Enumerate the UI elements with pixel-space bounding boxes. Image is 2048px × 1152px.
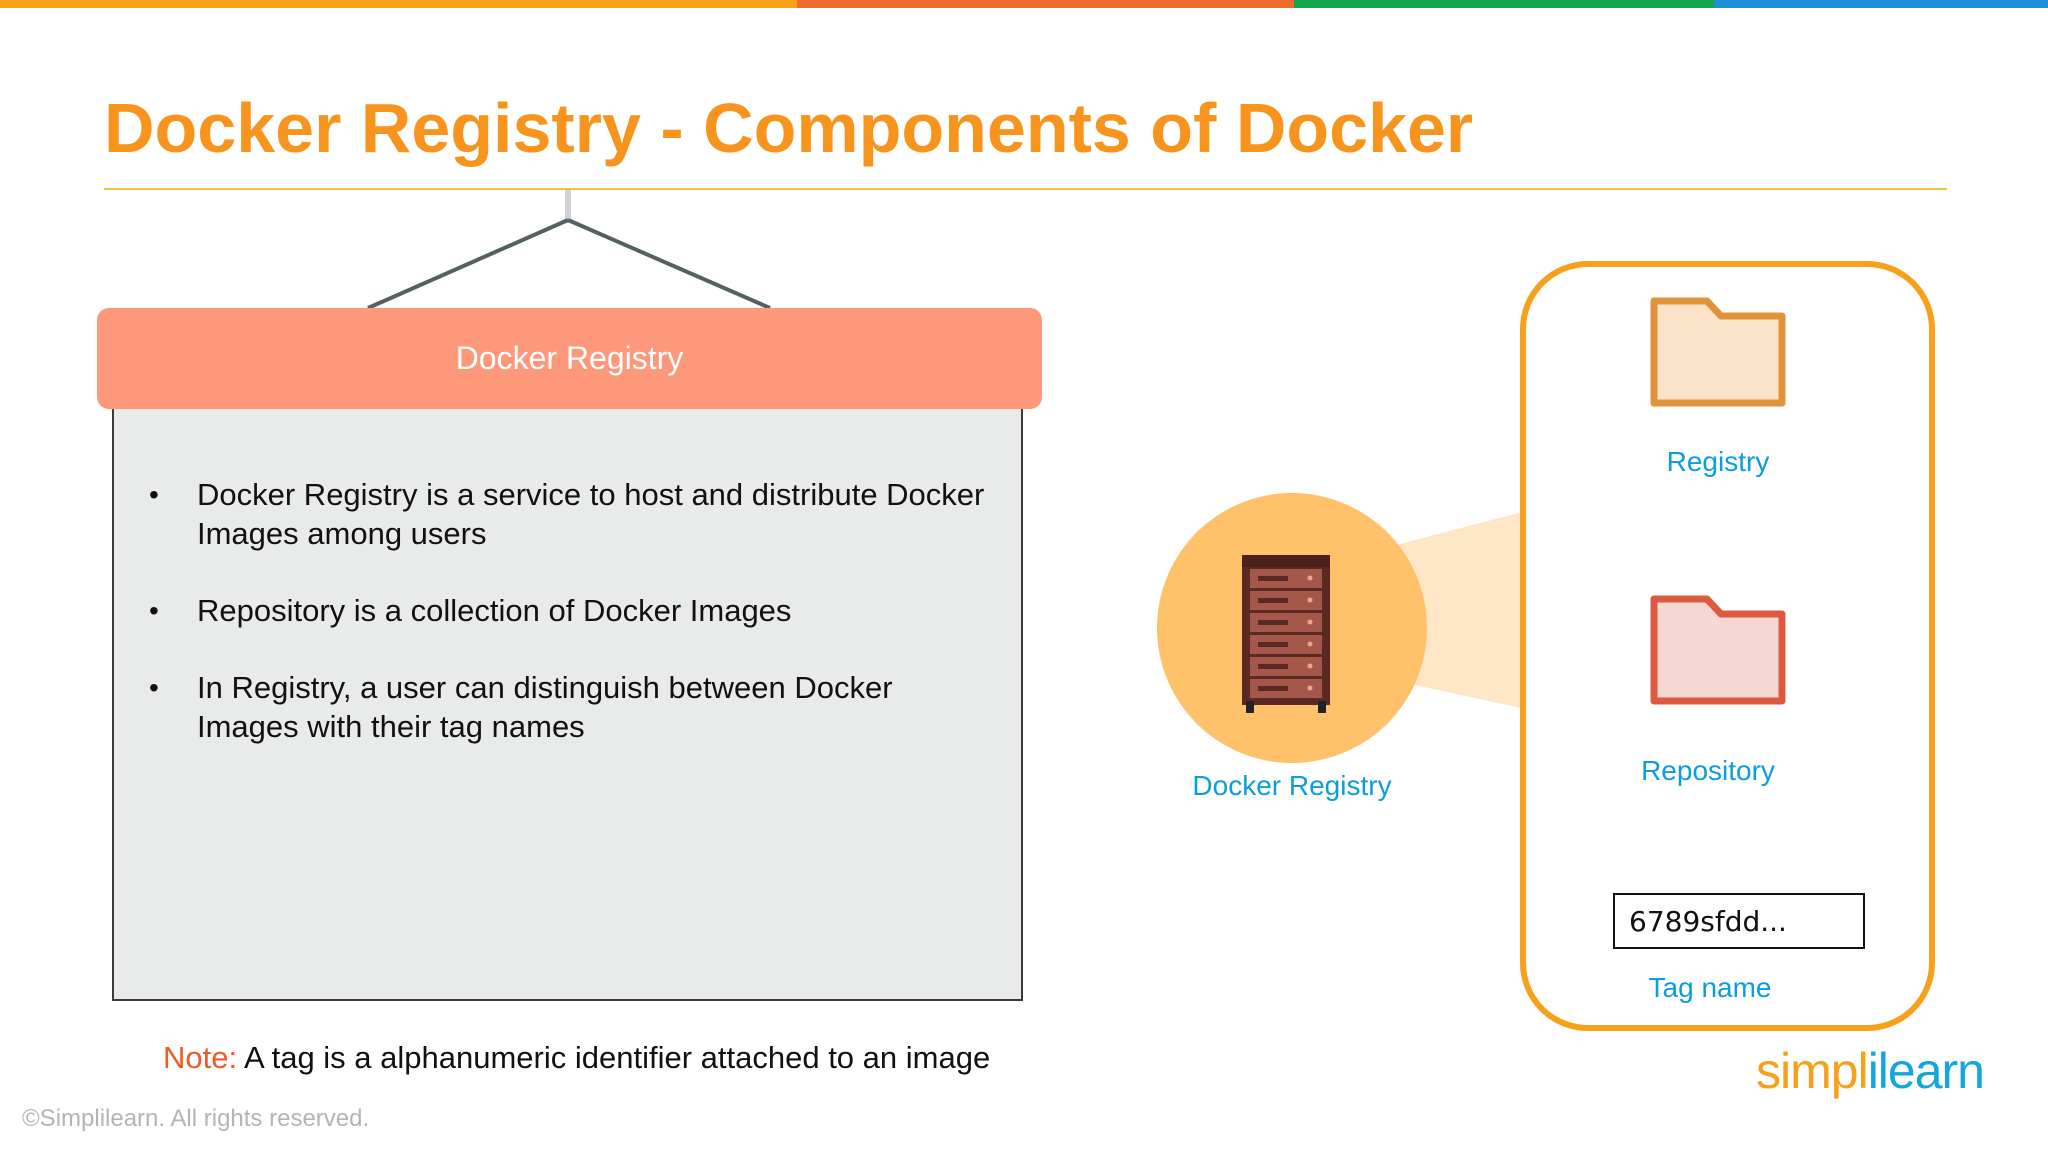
folder-icon — [1650, 595, 1786, 705]
bullet-item: • In Registry, a user can distinguish bet… — [149, 668, 999, 746]
bullet-item: • Docker Registry is a service to host an… — [149, 475, 999, 553]
copyright: ©Simplilearn. All rights reserved. — [22, 1105, 370, 1132]
board-hanger-icon — [367, 190, 771, 310]
bullet-text: Docker Registry is a service to host and… — [197, 477, 985, 551]
stripe-blue — [1714, 0, 2048, 8]
bullet-dot: • — [149, 672, 159, 703]
note: Note: A tag is a alphanumeric identifier… — [163, 1040, 990, 1076]
stripe-green — [1294, 0, 1714, 8]
note-text: A tag is a alphanumeric identifier attac… — [237, 1040, 991, 1075]
title-divider — [104, 188, 1947, 190]
note-label: Note: — [163, 1040, 238, 1075]
logo-part-2: ilearn — [1867, 1043, 1985, 1099]
repository-label: Repository — [1641, 755, 1775, 786]
tag-value-box: 6789sfdd... — [1613, 893, 1865, 949]
folder-icon — [1650, 297, 1786, 407]
stripe-orange — [0, 0, 797, 8]
board-header: Docker Registry — [97, 308, 1042, 409]
board-header-label: Docker Registry — [455, 340, 684, 376]
bullet-text: Repository is a collection of Docker Ima… — [197, 593, 792, 628]
server-rack-icon — [1242, 555, 1330, 713]
logo-part-1: simpl — [1756, 1043, 1869, 1099]
simplilearn-logo: simplilearn — [1756, 1042, 1985, 1100]
bullet-dot: • — [149, 479, 159, 510]
bullet-list: • Docker Registry is a service to host an… — [149, 475, 999, 784]
board-body: • Docker Registry is a service to host an… — [112, 409, 1023, 1001]
bullet-text: In Registry, a user can distinguish betw… — [197, 670, 893, 744]
docker-registry-label: Docker Registry — [1192, 770, 1392, 801]
registry-label: Registry — [1666, 446, 1770, 477]
slide-title: Docker Registry - Components of Docker — [104, 89, 1474, 167]
top-color-stripe — [0, 0, 2048, 8]
bullet-dot: • — [149, 595, 159, 626]
tag-name-label: Tag name — [1648, 972, 1772, 1003]
bullet-item: • Repository is a collection of Docker Im… — [149, 591, 999, 630]
stripe-red-orange — [797, 0, 1294, 8]
